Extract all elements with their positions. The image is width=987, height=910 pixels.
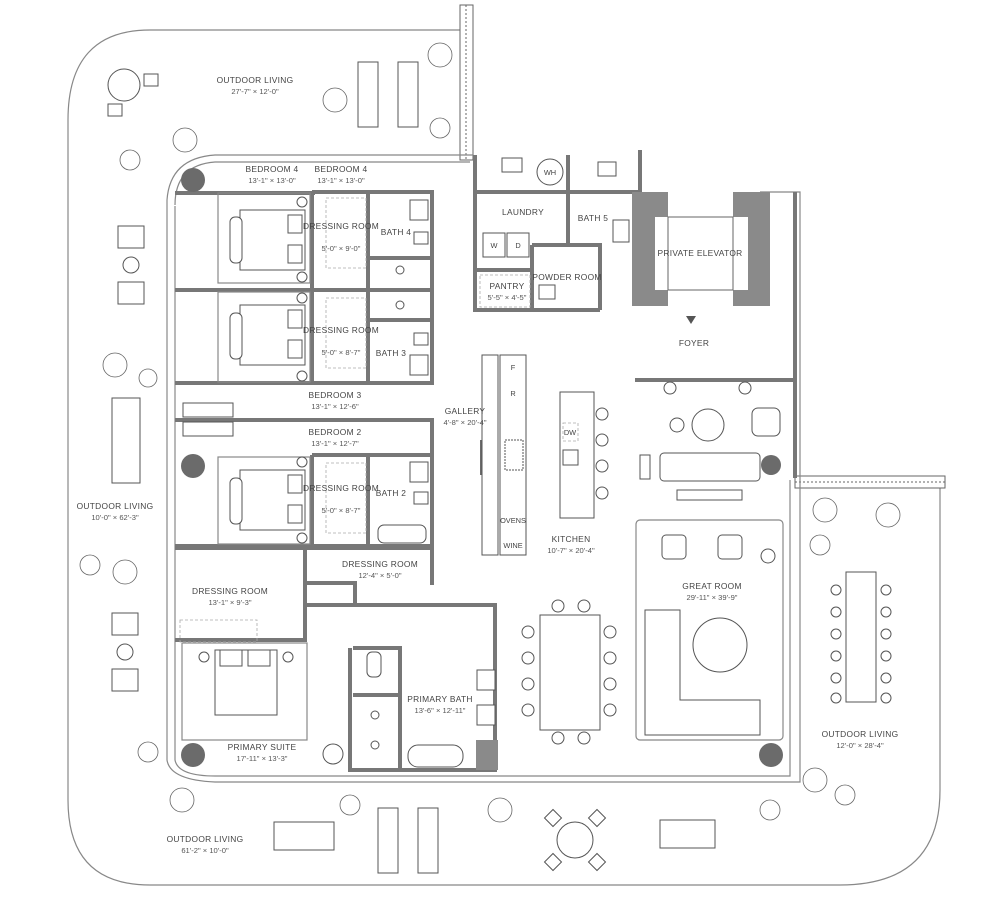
room-name: DRESSING ROOM <box>303 221 379 231</box>
room-name: DRESSING ROOM <box>192 586 268 596</box>
room-name: KITCHEN <box>552 534 591 544</box>
room-dim: 61'-2" × 10'-0" <box>181 846 229 855</box>
room-name: GALLERY <box>445 406 486 416</box>
sectional-sofa <box>644 609 761 736</box>
elevator-core <box>632 192 668 306</box>
terrace-outline <box>67 29 941 886</box>
room-dim: 13'-6" × 12'-11" <box>414 706 465 715</box>
room-dim: 13'-1" × 9'-3" <box>208 598 251 607</box>
room-dim: 5'-0" × 8'-7" <box>322 348 361 357</box>
bedroom-3-rug <box>217 291 311 383</box>
sofa <box>659 452 761 482</box>
room-dim: 10'-0" × 62'-3" <box>91 513 139 522</box>
water-heater <box>536 158 564 186</box>
gallery-counter <box>481 354 499 556</box>
room-dim: 5'-0" × 8'-7" <box>322 506 361 515</box>
washer <box>482 232 506 258</box>
room-name: OUTDOOR LIVING <box>822 729 899 739</box>
bedroom-4-rug <box>217 192 311 284</box>
dryer-label: D <box>515 241 520 250</box>
room-dim: 10'-7" × 20'-4" <box>547 546 595 555</box>
column <box>181 454 205 478</box>
room-name: BATH 5 <box>578 213 609 223</box>
room-name: LAUNDRY <box>502 207 544 217</box>
room-name: DRESSING ROOM <box>342 559 418 569</box>
sun-lounger <box>357 61 379 128</box>
planter-icon <box>79 42 901 823</box>
outdoor-sofa-2 <box>659 819 716 849</box>
room-dim: 17'-11" × 13'-3" <box>236 754 287 763</box>
freestanding-tub <box>407 744 464 768</box>
bathtub <box>377 524 427 544</box>
room-name: DRESSING ROOM <box>303 483 379 493</box>
room-name: OUTDOOR LIVING <box>77 501 154 511</box>
room-name: OUTDOOR LIVING <box>217 75 294 85</box>
room-name: PANTRY <box>490 281 525 291</box>
nightstand <box>296 196 308 208</box>
room-dim: 5'-5" × 4'-5" <box>488 293 527 302</box>
lounge-chair <box>322 743 344 765</box>
room-dim: 13'-1" × 12'-7" <box>311 439 359 448</box>
room-name-text: DRESSING ROOM <box>303 221 379 231</box>
column <box>761 455 781 475</box>
room-name: POWDER ROOM <box>532 272 601 282</box>
room-name: BATH 3 <box>376 348 407 358</box>
dining-table <box>539 614 601 731</box>
room-dim: 5'-0" × 9'-0" <box>322 244 361 253</box>
room-name: BATH 2 <box>376 488 407 498</box>
outdoor-table <box>107 68 141 102</box>
room-name: BEDROOM 2 <box>309 427 362 437</box>
room-dim: 13'-1" × 13'-0" <box>317 176 365 185</box>
room-dim: 13'-1" × 13'-0" <box>248 176 296 185</box>
washer-label: W <box>491 241 498 250</box>
primary-rug <box>181 642 308 741</box>
bedroom-2-rug <box>217 456 311 545</box>
room-dim: 13'-1" × 12'-6" <box>311 402 359 411</box>
water-heater-label: WH <box>544 168 556 177</box>
great-room-rug <box>635 519 784 741</box>
wine-label: WINE <box>503 541 522 550</box>
outdoor-bistro-table <box>556 821 594 859</box>
outdoor-dining-table <box>845 571 877 703</box>
desk <box>182 402 234 418</box>
range-label: R <box>510 389 515 398</box>
room-name: BEDROOM 4 <box>246 164 299 174</box>
room-name: PRIMARY BATH <box>407 694 473 704</box>
room-labels: OUTDOOR LIVING 27'-7" × 12'-0" BEDROOM 4… <box>77 75 899 855</box>
room-name: BATH 4 <box>381 227 412 237</box>
ovens-label: OVENS <box>500 516 526 525</box>
room-dim: 27'-7" × 12'-0" <box>231 87 279 96</box>
column <box>759 743 783 767</box>
outdoor-lounger <box>111 397 141 484</box>
dryer <box>506 232 530 258</box>
room-dim: 12'-0" × 28'-4" <box>836 741 884 750</box>
fridge-label: F <box>511 363 516 372</box>
building-envelope <box>166 154 801 783</box>
room-name: OUTDOOR LIVING <box>167 834 244 844</box>
room-name: BEDROOM 4 <box>315 164 368 174</box>
room-name: PRIMARY SUITE <box>228 742 297 752</box>
column <box>181 743 205 767</box>
room-dim: 12'-4" × 5'-0" <box>358 571 401 580</box>
service-core-walls <box>473 150 642 312</box>
room-dim: 4'-8" × 20'-4" <box>443 418 486 427</box>
room-name: PRIVATE ELEVATOR <box>658 248 743 258</box>
entry-arrow-icon <box>686 316 696 324</box>
room-dim: 29'-11" × 39'-9" <box>686 593 737 602</box>
room-name: FOYER <box>679 338 709 348</box>
room-name: GREAT ROOM <box>682 581 741 591</box>
room-name: DRESSING ROOM <box>303 325 379 335</box>
dishwasher-label: DW <box>564 428 576 437</box>
room-name: BEDROOM 3 <box>309 390 362 400</box>
column <box>181 168 205 192</box>
outdoor-sofa <box>273 821 335 851</box>
coffee-table <box>692 617 748 673</box>
railing-east <box>794 475 946 489</box>
